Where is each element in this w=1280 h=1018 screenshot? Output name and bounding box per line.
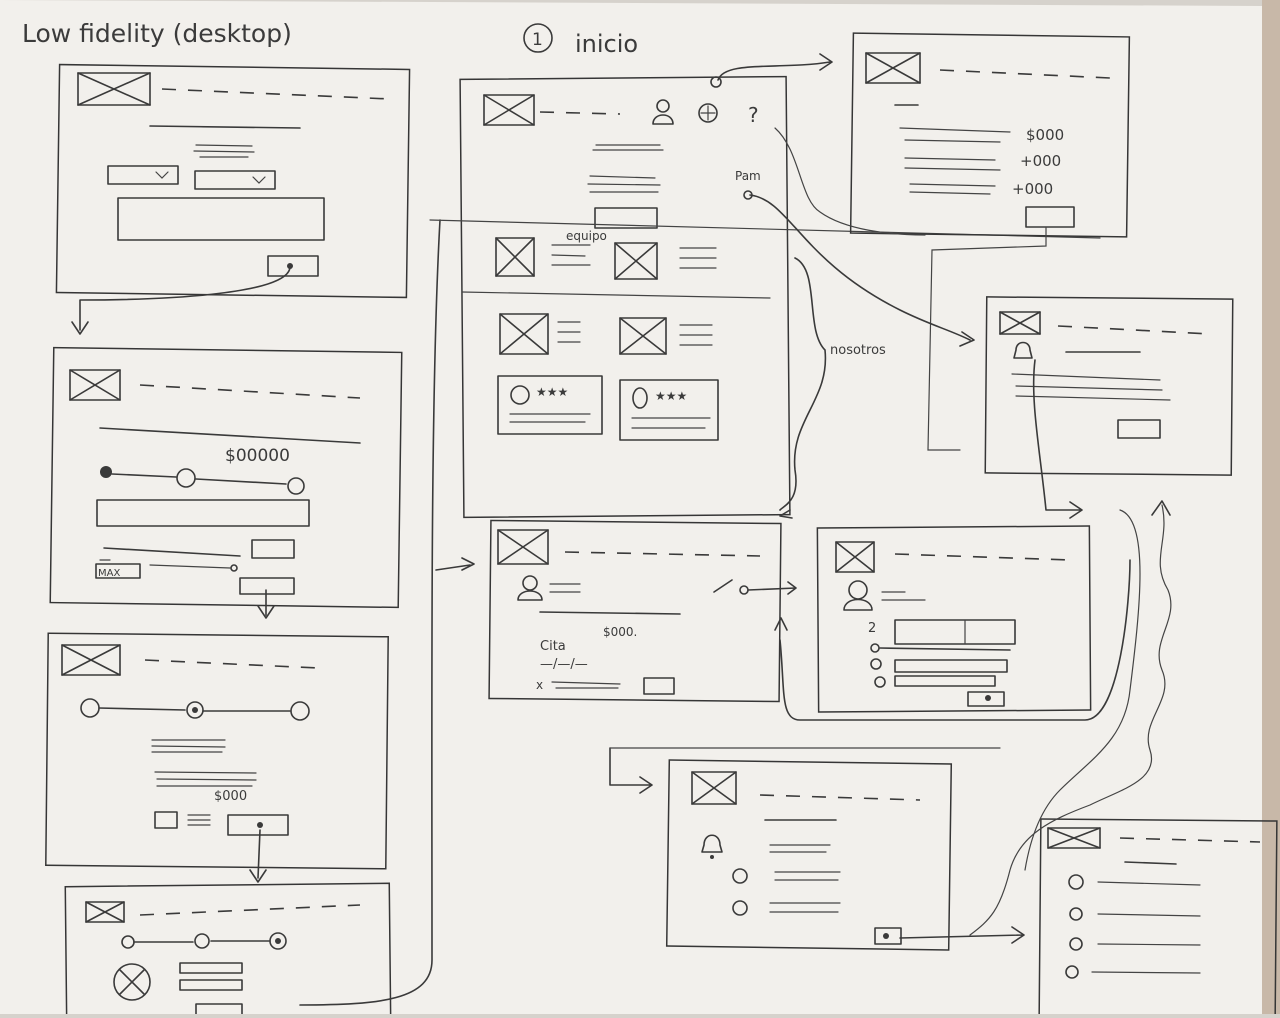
sheet-title: Low fidelity (desktop): [22, 19, 292, 48]
input-area-placeholder: [117, 197, 325, 241]
cita-label: Cita: [540, 639, 566, 654]
price-2: +000: [1020, 152, 1061, 170]
input-placeholder: [96, 499, 310, 527]
table-edge: [1262, 0, 1280, 1014]
wireframe-filters: $00000 MAX: [49, 346, 403, 609]
nosotros-note: nosotros: [830, 343, 886, 358]
button-placeholder: [1025, 206, 1075, 228]
user-icon: [656, 99, 670, 113]
wireframe-home: ? Pam equipo ★★★ ★★★: [429, 75, 1101, 519]
select-placeholder: [107, 165, 179, 185]
wireframe-notifications: [665, 759, 953, 951]
button-placeholder: [267, 255, 319, 277]
step-label: inicio: [575, 30, 638, 58]
step-circle-icon: [523, 23, 553, 53]
bell-icon: [1013, 341, 1033, 359]
add-icon: [698, 103, 718, 123]
price-label: $00000: [225, 446, 290, 466]
review-card: [619, 379, 719, 441]
price-3: +000: [1012, 180, 1053, 198]
wireframe-panel: [984, 296, 1234, 476]
svg-text:★★★: ★★★: [655, 389, 687, 403]
logo-placeholder-icon: [61, 644, 121, 676]
logo-placeholder-icon: [865, 52, 921, 84]
x-mark: x: [536, 678, 543, 692]
help-icon: ?: [748, 103, 759, 127]
row-number: 2: [868, 621, 876, 636]
user-icon: [522, 575, 538, 591]
logo-placeholder-icon: [497, 529, 549, 565]
wireframe-list: [1038, 818, 1278, 1018]
logo-placeholder-icon: [1047, 827, 1101, 849]
card-mark: MAX: [98, 568, 120, 579]
button-placeholder: [227, 814, 289, 836]
button-placeholder: [1117, 419, 1161, 439]
button-placeholder: [239, 577, 295, 595]
wireframe-pricing: $000 +000 +000: [849, 32, 1131, 238]
list-price: $000.: [603, 625, 637, 639]
button-placeholder: [594, 207, 658, 229]
date-placeholder: —/—/—: [540, 657, 588, 672]
equipo-note: equipo: [566, 229, 607, 243]
logo-placeholder-icon: [691, 771, 737, 805]
logo-placeholder-icon: [835, 541, 875, 573]
logo-placeholder-icon: [999, 311, 1041, 335]
wireframe-appointment: $000. Cita —/—/— x: [488, 519, 797, 703]
review-card: [497, 375, 603, 435]
step-number: 1: [532, 30, 543, 50]
select-placeholder: [194, 170, 276, 190]
price-main: $000: [1026, 126, 1064, 144]
svg-text:★★★: ★★★: [536, 385, 568, 399]
button-placeholder: [874, 927, 902, 945]
wireframe-checkout: $000: [45, 632, 389, 870]
pam-note: Pam: [735, 169, 761, 183]
error-icon: [113, 963, 151, 1001]
logo-placeholder-icon: [85, 901, 125, 923]
logo-placeholder-icon: [483, 94, 535, 126]
button-placeholder: [643, 677, 675, 695]
total-price: $000: [214, 789, 247, 804]
bell-icon: [701, 834, 723, 853]
wireframe-profile-edit: 2: [816, 525, 1092, 713]
nav-dashes: [161, 88, 391, 100]
button-placeholder: [967, 691, 1005, 707]
logo-placeholder-icon: [69, 369, 121, 401]
flow-arrow: [71, 265, 291, 335]
wireframe-search: [55, 63, 411, 299]
pencil-icon: [713, 579, 733, 593]
logo-placeholder-icon: [77, 72, 151, 106]
